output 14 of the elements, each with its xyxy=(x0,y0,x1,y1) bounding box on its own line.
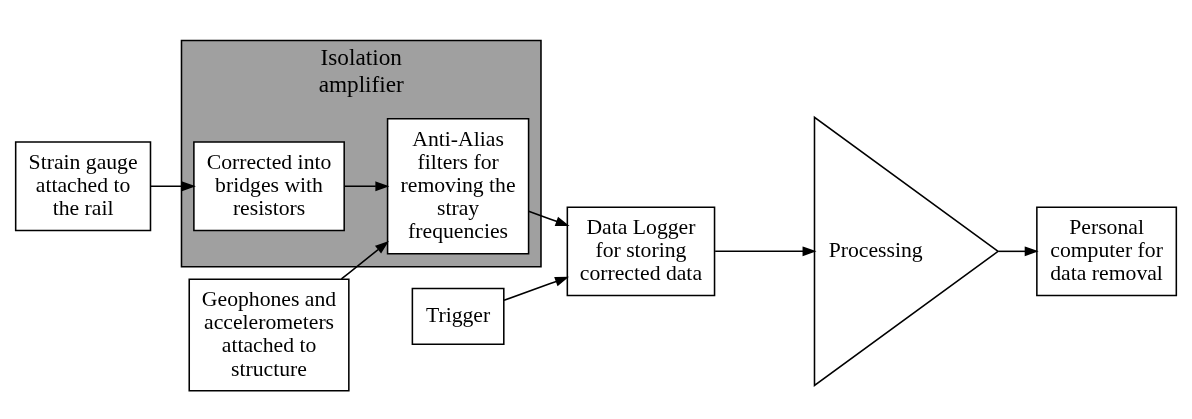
node-box: Strain gauge attached to the rail xyxy=(14,141,152,232)
arrow xyxy=(714,246,817,257)
node-box: Trigger xyxy=(411,287,505,346)
node-box: Anti-Alias filters for removing the stray frequencies xyxy=(386,118,530,255)
node-box: Corrected into bridges with resistors xyxy=(193,141,345,232)
arrow xyxy=(527,210,570,227)
node-box: Data Logger for storing corrected data xyxy=(566,206,716,297)
node-box: Personal computer for data removal xyxy=(1036,206,1178,297)
arrow xyxy=(149,181,196,192)
arrow xyxy=(343,181,390,192)
arrow xyxy=(997,246,1039,257)
arrow xyxy=(340,240,389,280)
arrow xyxy=(503,276,569,302)
node-box: Geophones and accelerometers attached to structure xyxy=(188,278,350,392)
